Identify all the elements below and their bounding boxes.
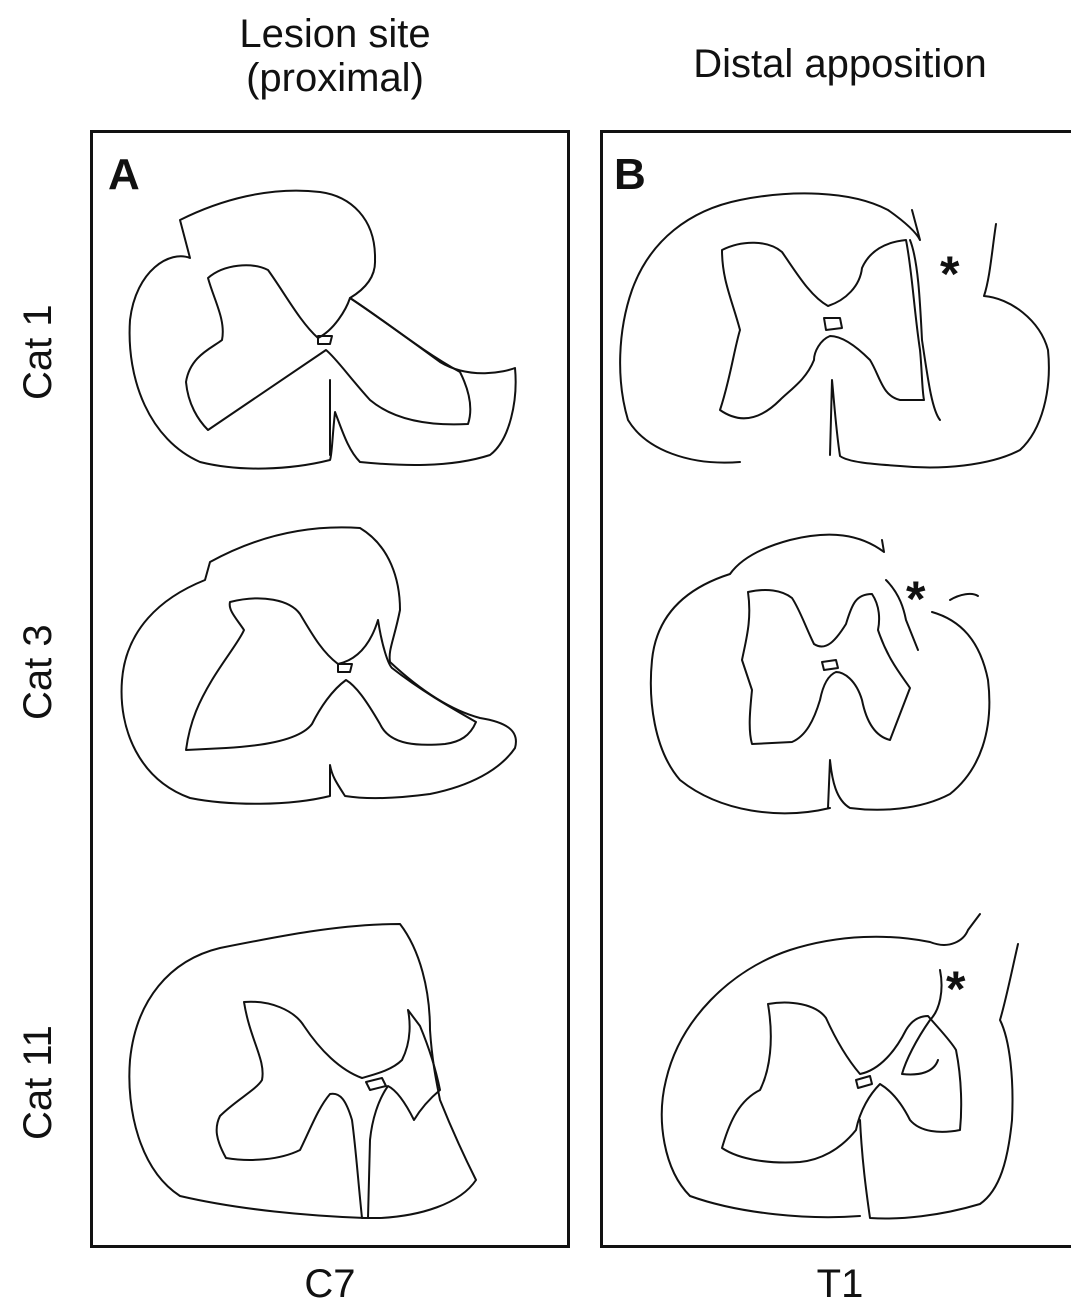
level-label-t1: T1 xyxy=(750,1262,930,1307)
cord-outline-a-cat-1 xyxy=(130,191,516,469)
asterisk-marker-cat-11: * xyxy=(946,960,965,1018)
cord-outline-b-cat-1 xyxy=(620,193,1049,467)
cord-outline-b-cat-3 xyxy=(651,535,989,814)
cord-outline-a-cat-3 xyxy=(122,527,516,803)
cord-outline-a-cat-11 xyxy=(129,924,476,1218)
level-label-c7: C7 xyxy=(240,1262,420,1307)
asterisk-marker-cat-3: * xyxy=(906,570,925,628)
asterisk-marker-cat-1: * xyxy=(940,245,959,303)
